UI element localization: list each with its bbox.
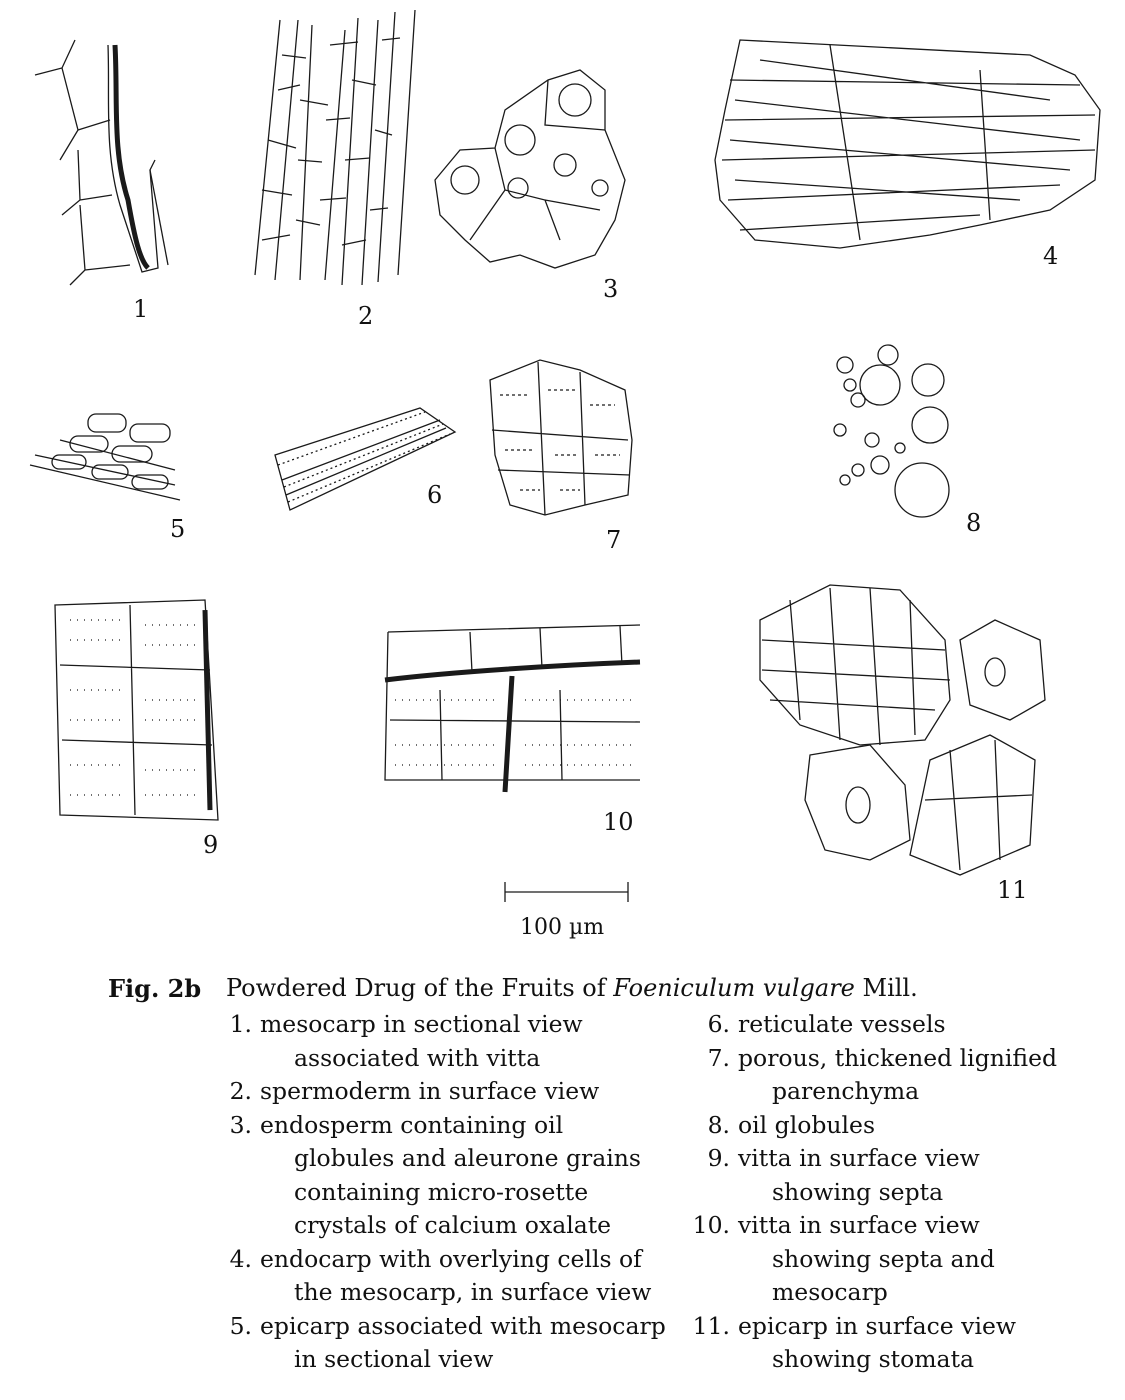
figure-number-10: 10 [603,808,634,836]
legend-item-number: 6. [707,1010,730,1038]
legend-line: the mesocarp, in surface view [294,1278,652,1306]
drawing-6-vessels [274,407,457,511]
legend-line: vitta in surface view [738,1211,980,1239]
caption-title-prefix: Powdered Drug of the Fruits of [226,974,614,1002]
legend-item: 11. epicarp in surface view showing stomat… [693,1310,1100,1377]
legend-line: containing micro-rosette [294,1177,589,1206]
legend-item-number: 7. [707,1043,730,1072]
figure-number-6: 6 [427,481,443,509]
drawing-5-epicarp [29,413,181,501]
figure-number-4: 4 [1043,242,1059,270]
drawings-svg [29,9,1101,902]
drawing-2-spermoderm [254,9,416,286]
legend-item: 5. epicarp associated with mesocarp in sec… [222,1310,692,1377]
legend-line: showing stomata [772,1345,975,1373]
drawing-8-globules [833,344,950,518]
legend-item: 1. mesocarp in sectional view associated w… [222,1008,692,1075]
figure-number-2: 2 [358,302,374,330]
figure-number-11: 11 [997,876,1028,904]
figure-number-5: 5 [170,515,186,543]
drawing-3-endosperm [434,69,626,269]
legend-line: reticulate vessels [738,1010,946,1038]
legend-line: spermoderm in surface view [260,1077,600,1105]
legend-item: 8. oil globules [700,1109,1100,1143]
legend-line: parenchyma [772,1077,920,1105]
legend-item: 3. endosperm containing oil globules and a… [222,1109,692,1243]
legend-item-number: 4. [229,1244,252,1273]
legend-line: endocarp with overlying cells of [260,1244,642,1273]
legend-line: globules and aleurone grains [294,1144,641,1172]
legend-item: 6. reticulate vessels [700,1008,1100,1042]
legend-line: porous, thickened lignified [738,1043,1058,1072]
figure-number-1: 1 [133,295,149,323]
legend-item-number: 11. [692,1311,730,1340]
figure-caption: Fig. 2b Powdered Drug of the Fruits of F… [0,968,1125,1400]
legend-line: in sectional view [294,1345,494,1373]
legend-column-right: 6. reticulate vessels 7. porous, thickened… [693,1008,1100,1377]
legend-item: 10. vitta in surface view showing septa an… [693,1209,1100,1310]
caption-title: Powdered Drug of the Fruits of Foeniculu… [226,974,918,1002]
caption-title-suffix: Mill. [854,974,918,1002]
legend-item-number: 10. [692,1211,730,1239]
legend-line: vitta in surface view [738,1144,980,1172]
drawing-9-vitta [54,599,219,821]
legend-line: crystals of calcium oxalate [294,1211,612,1239]
drawing-4-endocarp [714,39,1101,249]
drawing-10-vitta-mesocarp [384,624,641,793]
figure-number-9: 9 [203,831,219,859]
legend-item-number: 1. [229,1010,252,1038]
legend-item: 2. spermoderm in surface view [222,1075,692,1109]
legend-item-number: 2. [229,1077,252,1105]
legend-item-number: 3. [229,1110,252,1139]
legend-line: epicarp in surface view [738,1311,1016,1340]
legend-line: endosperm containing oil [260,1110,564,1139]
legend-line: mesocarp in sectional view [260,1010,583,1038]
figure-number-8: 8 [966,509,982,537]
drawing-7-parenchyma [489,359,633,516]
legend-item-number: 5. [229,1311,252,1340]
figure-number-3: 3 [603,275,619,303]
legend-line: showing septa [772,1177,944,1206]
scale-bar [504,882,629,902]
legend-line: mesocarp [772,1278,888,1306]
figure-number-7: 7 [606,526,622,554]
legend-item: 7. porous, thickened lignified parenchyma [700,1042,1100,1109]
legend-item: 4. endocarp with overlying cells of the me… [222,1243,692,1310]
figure-drawings: 1 2 3 4 5 6 7 8 9 10 11 100 µm [29,9,1101,940]
scale-bar-label: 100 µm [520,915,605,940]
legend-line: oil globules [738,1110,876,1139]
legend-line: associated with vitta [294,1043,541,1072]
drawing-11-epicarp-stomata [759,584,1046,876]
legend-line: showing septa and [772,1244,995,1273]
legend-column-left: 1. mesocarp in sectional view associated w… [222,1008,692,1377]
legend-item-number: 9. [707,1144,730,1172]
legend-item: 9. vitta in surface view showing septa [700,1142,1100,1209]
caption-title-species: Foeniculum vulgare [613,974,855,1002]
legend-line: epicarp associated with mesocarp [260,1311,666,1340]
drawing-1-mesocarp [34,39,169,286]
caption-label: Fig. 2b [108,974,202,1003]
legend-item-number: 8. [707,1110,730,1139]
